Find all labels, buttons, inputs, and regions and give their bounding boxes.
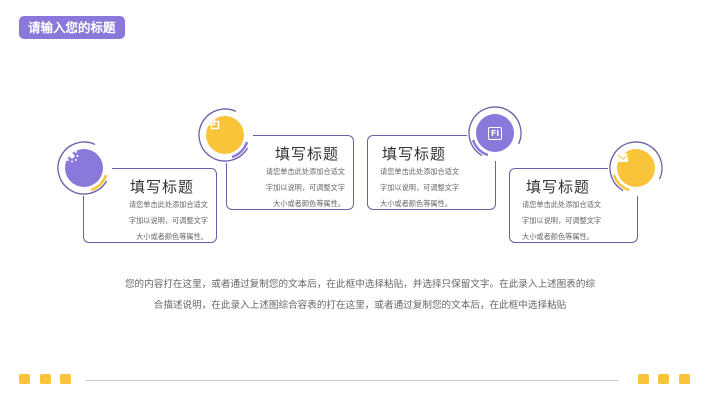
feature-card-3: 填写标题 请您单击此处添加合适文 字加以说明，可调整文字 大小或者颜色等属性。 (367, 135, 496, 210)
sun-icon (65, 149, 103, 187)
card-description: 请您单击此处添加合适文 字加以说明，可调整文字 大小或者颜色等属性。 (380, 164, 492, 212)
page-title: 请输入您的标题 (19, 16, 125, 39)
icon-text: Fl (487, 126, 503, 140)
decor-square (40, 374, 51, 384)
feature-card-2: 填写标题 请您单击此处添加合适文 字加以说明，可调整文字 大小或者颜色等属性。 (226, 135, 354, 210)
body-paragraph: 您的内容打在这里，或者通过复制您的文本后，在此框中选择粘贴，并选择只保留文字。在… (60, 274, 660, 316)
desc-line: 大小或者颜色等属性。 (136, 232, 208, 241)
card-title: 填写标题 (129, 178, 194, 196)
body-line: 您的内容打在这里，或者通过复制您的文本后，在此框中选择粘贴，并选择只保留文字。在… (124, 279, 596, 290)
desc-line: 请您单击此处添加合适文 (128, 200, 208, 209)
body-line: 合描述说明，在此录入上述图综合容表的打在这里，或者通过复制您的文本后，在此框中选… (153, 300, 567, 311)
card-title: 填写标题 (382, 145, 447, 163)
desc-line: 请您单击此处添加合适文 (265, 167, 345, 176)
copy-icon (206, 116, 244, 154)
fl-text-icon: Fl (476, 114, 514, 152)
decor-square (679, 374, 690, 384)
desc-line: 请您单击此处添加合适文 (522, 200, 602, 209)
icon-badge-4 (608, 140, 664, 196)
desc-line: 字加以说明，可调整文字 (128, 216, 208, 225)
decor-square (638, 374, 649, 384)
desc-line: 请您单击此处添加合适文 (380, 167, 460, 176)
decor-square (19, 374, 30, 384)
card-title: 填写标题 (526, 178, 591, 196)
desc-line: 大小或者颜色等属性。 (273, 199, 345, 208)
feature-card-1: 填写标题 请您单击此处添加合适文 字加以说明，可调整文字 大小或者颜色等属性。 (83, 168, 217, 243)
desc-line: 字加以说明，可调整文字 (265, 183, 345, 192)
desc-line: 大小或者颜色等属性。 (380, 199, 452, 208)
decor-square (60, 374, 71, 384)
decor-square (658, 374, 669, 384)
icon-badge-1 (56, 140, 112, 196)
icon-badge-3: Fl (467, 105, 523, 161)
card-title: 填写标题 (274, 145, 339, 163)
footer-divider (86, 380, 618, 381)
desc-line: 字加以说明，可调整文字 (380, 183, 460, 192)
bag-icon (617, 149, 655, 187)
desc-line: 字加以说明，可调整文字 (522, 216, 602, 225)
desc-line: 大小或者颜色等属性。 (522, 232, 594, 241)
icon-badge-2 (197, 107, 253, 163)
card-description: 请您单击此处添加合适文 字加以说明，可调整文字 大小或者颜色等属性。 (233, 164, 345, 212)
card-description: 请您单击此处添加合适文 字加以说明，可调整文字 大小或者颜色等属性。 (96, 197, 208, 245)
card-description: 请您单击此处添加合适文 字加以说明，可调整文字 大小或者颜色等属性。 (522, 197, 634, 245)
